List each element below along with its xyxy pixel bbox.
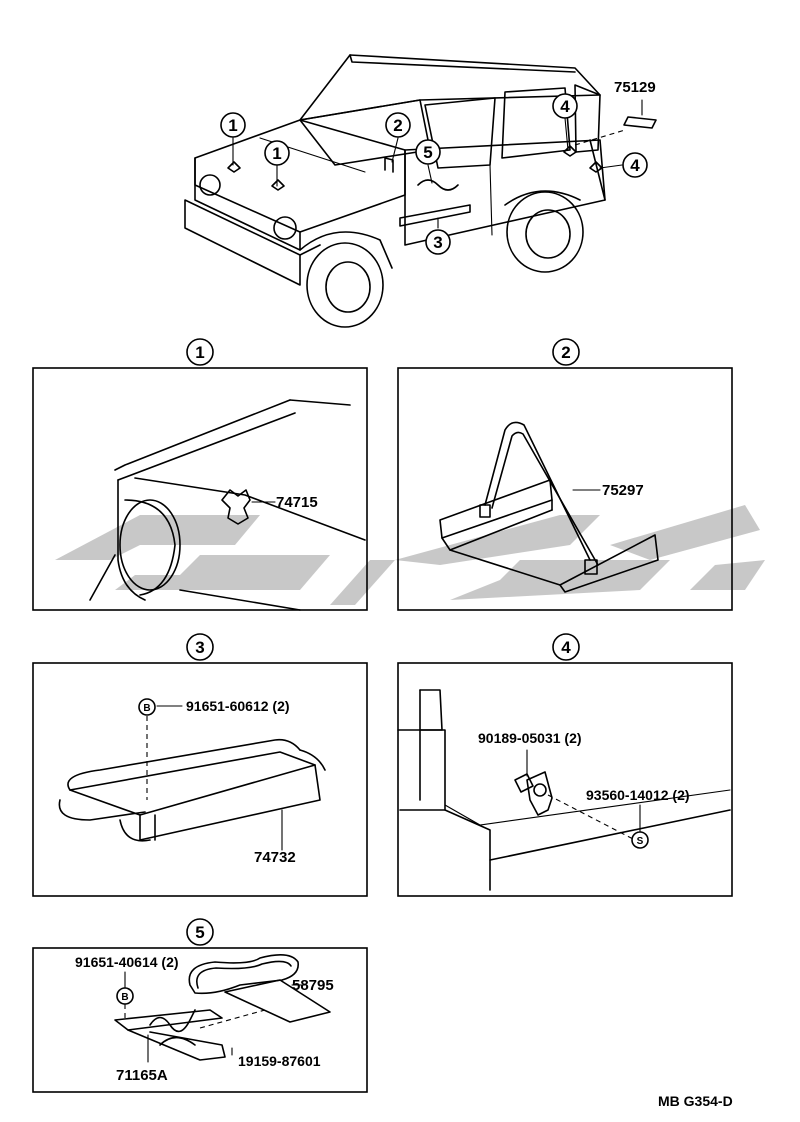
label-plate-part (623, 116, 657, 129)
callout-3: 3 (433, 233, 442, 252)
callout-4a: 4 (560, 97, 570, 116)
callout-5: 5 (423, 143, 432, 162)
panel-3-fastener-symbol: B (143, 703, 150, 714)
part-number-74732: 74732 (254, 849, 296, 866)
panel-4: 4 90189-05031 (2) S 93560-14012 (2) (397, 633, 733, 897)
callout-1a: 1 (228, 116, 237, 135)
panel-5-fastener-symbol: B (121, 992, 128, 1003)
panel-3: 3 B 91651-60612 (2) 74732 (32, 633, 368, 897)
panel-1-callout: 1 (195, 343, 204, 362)
panel-2-callout: 2 (561, 343, 570, 362)
part-number-58795: 58795 (292, 977, 334, 994)
part-number-91651-40614: 91651-40614 (2) (75, 954, 179, 970)
panel-5-callout: 5 (195, 923, 204, 942)
part-number-75297: 75297 (602, 482, 644, 499)
diagram-code: MB G354-D (658, 1093, 733, 1109)
watermark-logo (55, 505, 765, 605)
panel-5: 5 91651-40614 (2) B 58795 19159-87601 71… (32, 918, 368, 1093)
panel-4-callout: 4 (561, 638, 571, 657)
part-number-71165A: 71165A (116, 1067, 168, 1084)
part-number-74715: 74715 (276, 494, 318, 511)
panel-1: 1 74715 (32, 338, 368, 611)
part-number-91651-60612: 91651-60612 (2) (186, 698, 290, 714)
panel-3-callout: 3 (195, 638, 204, 657)
callout-1b: 1 (272, 144, 281, 163)
overview-callouts: 1 1 2 5 3 4 4 75129 (220, 79, 656, 255)
callout-4b: 4 (630, 156, 640, 175)
panel-4-nut-symbol: S (637, 836, 644, 847)
vehicle-illustration (184, 54, 657, 328)
panel-2: 2 75297 (397, 338, 733, 611)
part-number-90189-05031: 90189-05031 (2) (478, 730, 582, 746)
part-number-19159-87601: 19159-87601 (238, 1053, 321, 1069)
part-number-75129: 75129 (614, 79, 656, 96)
part-number-93560-14012: 93560-14012 (2) (586, 787, 690, 803)
callout-2: 2 (393, 116, 402, 135)
